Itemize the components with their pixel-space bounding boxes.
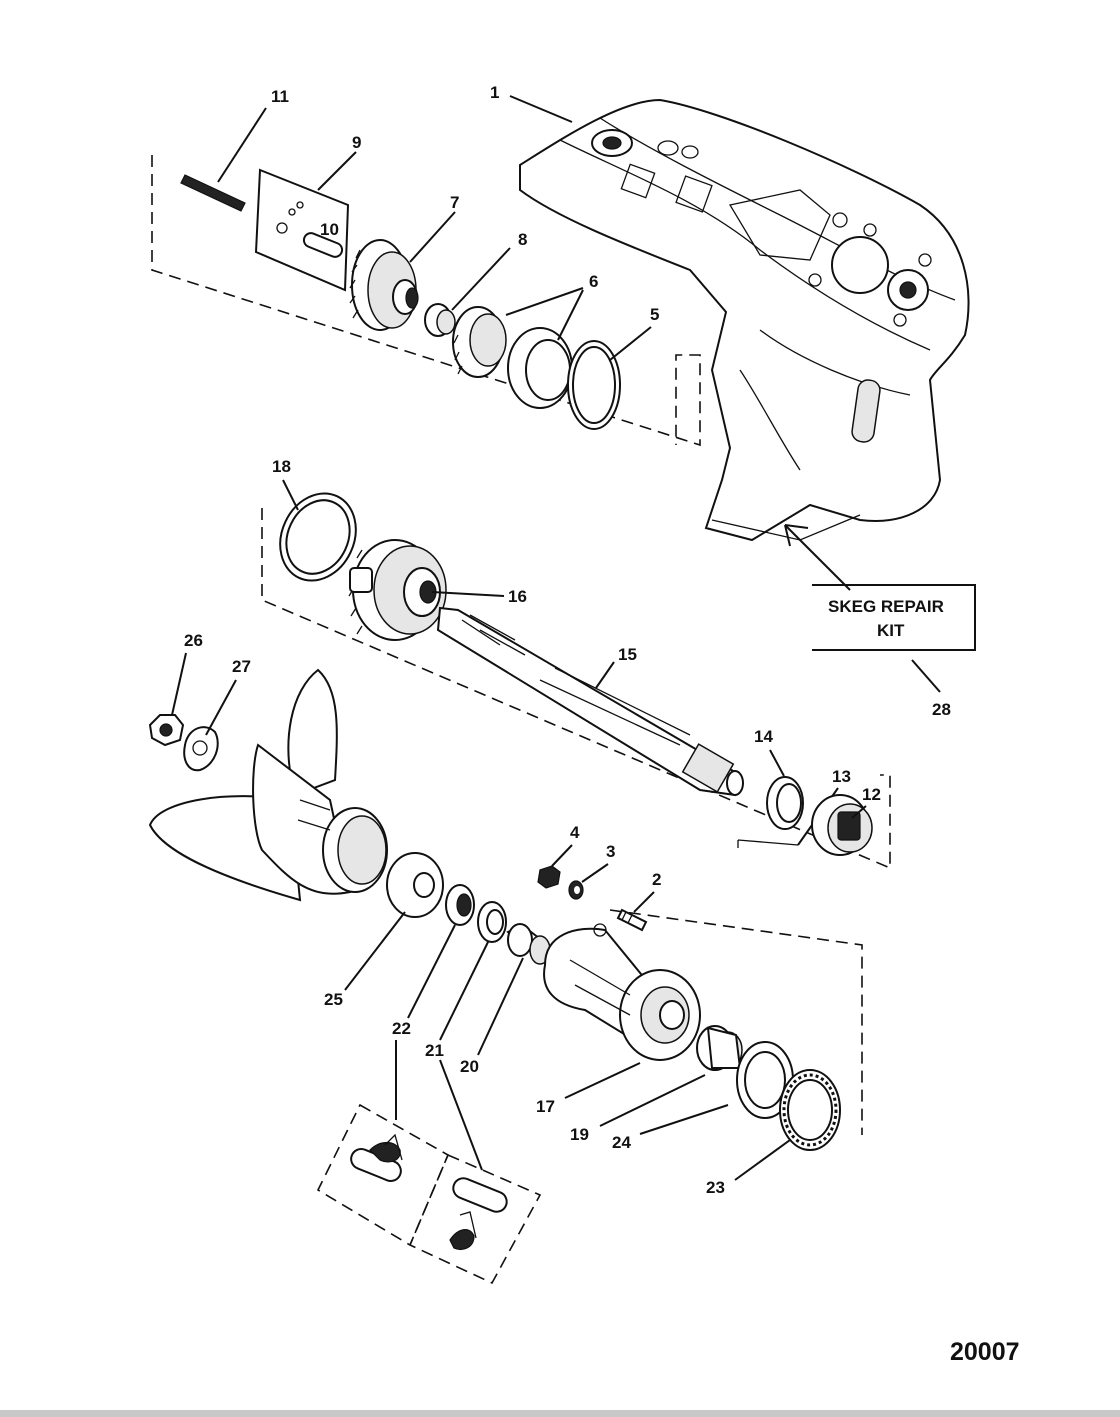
callout-26: 26 [184, 631, 203, 650]
callout-3: 3 [606, 842, 615, 861]
callout-18: 18 [272, 457, 291, 476]
callout-1: 1 [490, 83, 499, 102]
dashed-group-middle [261, 508, 891, 870]
callout-19: 19 [570, 1125, 589, 1144]
seal-22 [445, 884, 475, 926]
callout-24: 24 [612, 1133, 631, 1152]
nut-4 [537, 865, 561, 889]
callout-21: 21 [425, 1041, 444, 1060]
dashed-box-22 [316, 1103, 450, 1247]
tapered-bearing-6 [452, 306, 507, 378]
callout-8: 8 [518, 230, 527, 249]
bearing-19 [696, 1025, 743, 1071]
dashed-group-lower [609, 909, 863, 1135]
bearing-carrier-17 [543, 923, 701, 1061]
callout-25: 25 [324, 990, 343, 1009]
callout-4: 4 [570, 823, 580, 842]
callout-2: 2 [652, 870, 661, 889]
bearing-20 [506, 923, 551, 965]
figure-number: 20007 [950, 1338, 1020, 1366]
thrust-washer-14 [766, 776, 804, 830]
seal-kit-22-detail [350, 1133, 403, 1182]
propeller-nut-26 [148, 714, 185, 747]
callout-23: 23 [706, 1178, 725, 1197]
dashed-box-21 [408, 1153, 542, 1285]
propeller [148, 668, 388, 902]
spring-11 [180, 174, 246, 212]
seal-21 [477, 901, 507, 943]
o-ring-18 [279, 492, 357, 582]
stud-2 [616, 908, 648, 932]
washer-3 [568, 880, 584, 900]
callout-20: 20 [460, 1057, 479, 1076]
propeller-shaft-15 [436, 606, 744, 797]
callout-5: 5 [650, 305, 659, 324]
callout-7: 7 [450, 193, 459, 212]
callout-27: 27 [232, 657, 251, 676]
tab-washer-27 [183, 726, 219, 772]
dashed-group-upper [151, 155, 701, 447]
callout-22: 22 [392, 1019, 411, 1038]
callout-14: 14 [754, 727, 773, 746]
o-ring-5 [567, 340, 621, 430]
callout-15: 15 [618, 645, 637, 664]
callout-17: 17 [536, 1097, 555, 1116]
callout-9: 9 [352, 133, 361, 152]
seal-kit-21-detail [449, 1177, 508, 1251]
page-bottom-rule [0, 1410, 1120, 1417]
callout-28: 28 [932, 700, 951, 719]
skeg-repair-kit-line2: KIT [877, 621, 905, 640]
callout-10: 10 [320, 220, 339, 239]
clutch-12 [811, 794, 873, 856]
skeg-repair-kit-line1: SKEG REPAIR [828, 597, 944, 616]
bearing-race-6 [507, 327, 573, 409]
washer-25 [386, 852, 444, 918]
callout-13: 13 [832, 767, 851, 786]
thrust-bearing-23 [779, 1069, 841, 1151]
shift-rod-13 [737, 839, 799, 848]
callout-11: 11 [271, 87, 289, 106]
callout-16: 16 [508, 587, 527, 606]
forward-gear-16 [348, 539, 447, 641]
instruction-plate-9 [254, 168, 350, 292]
callout-6: 6 [589, 272, 598, 291]
callout-12: 12 [862, 785, 881, 804]
pinion-gear-7 [349, 239, 419, 331]
bearing-8 [424, 303, 456, 337]
gear-housing [519, 98, 970, 542]
